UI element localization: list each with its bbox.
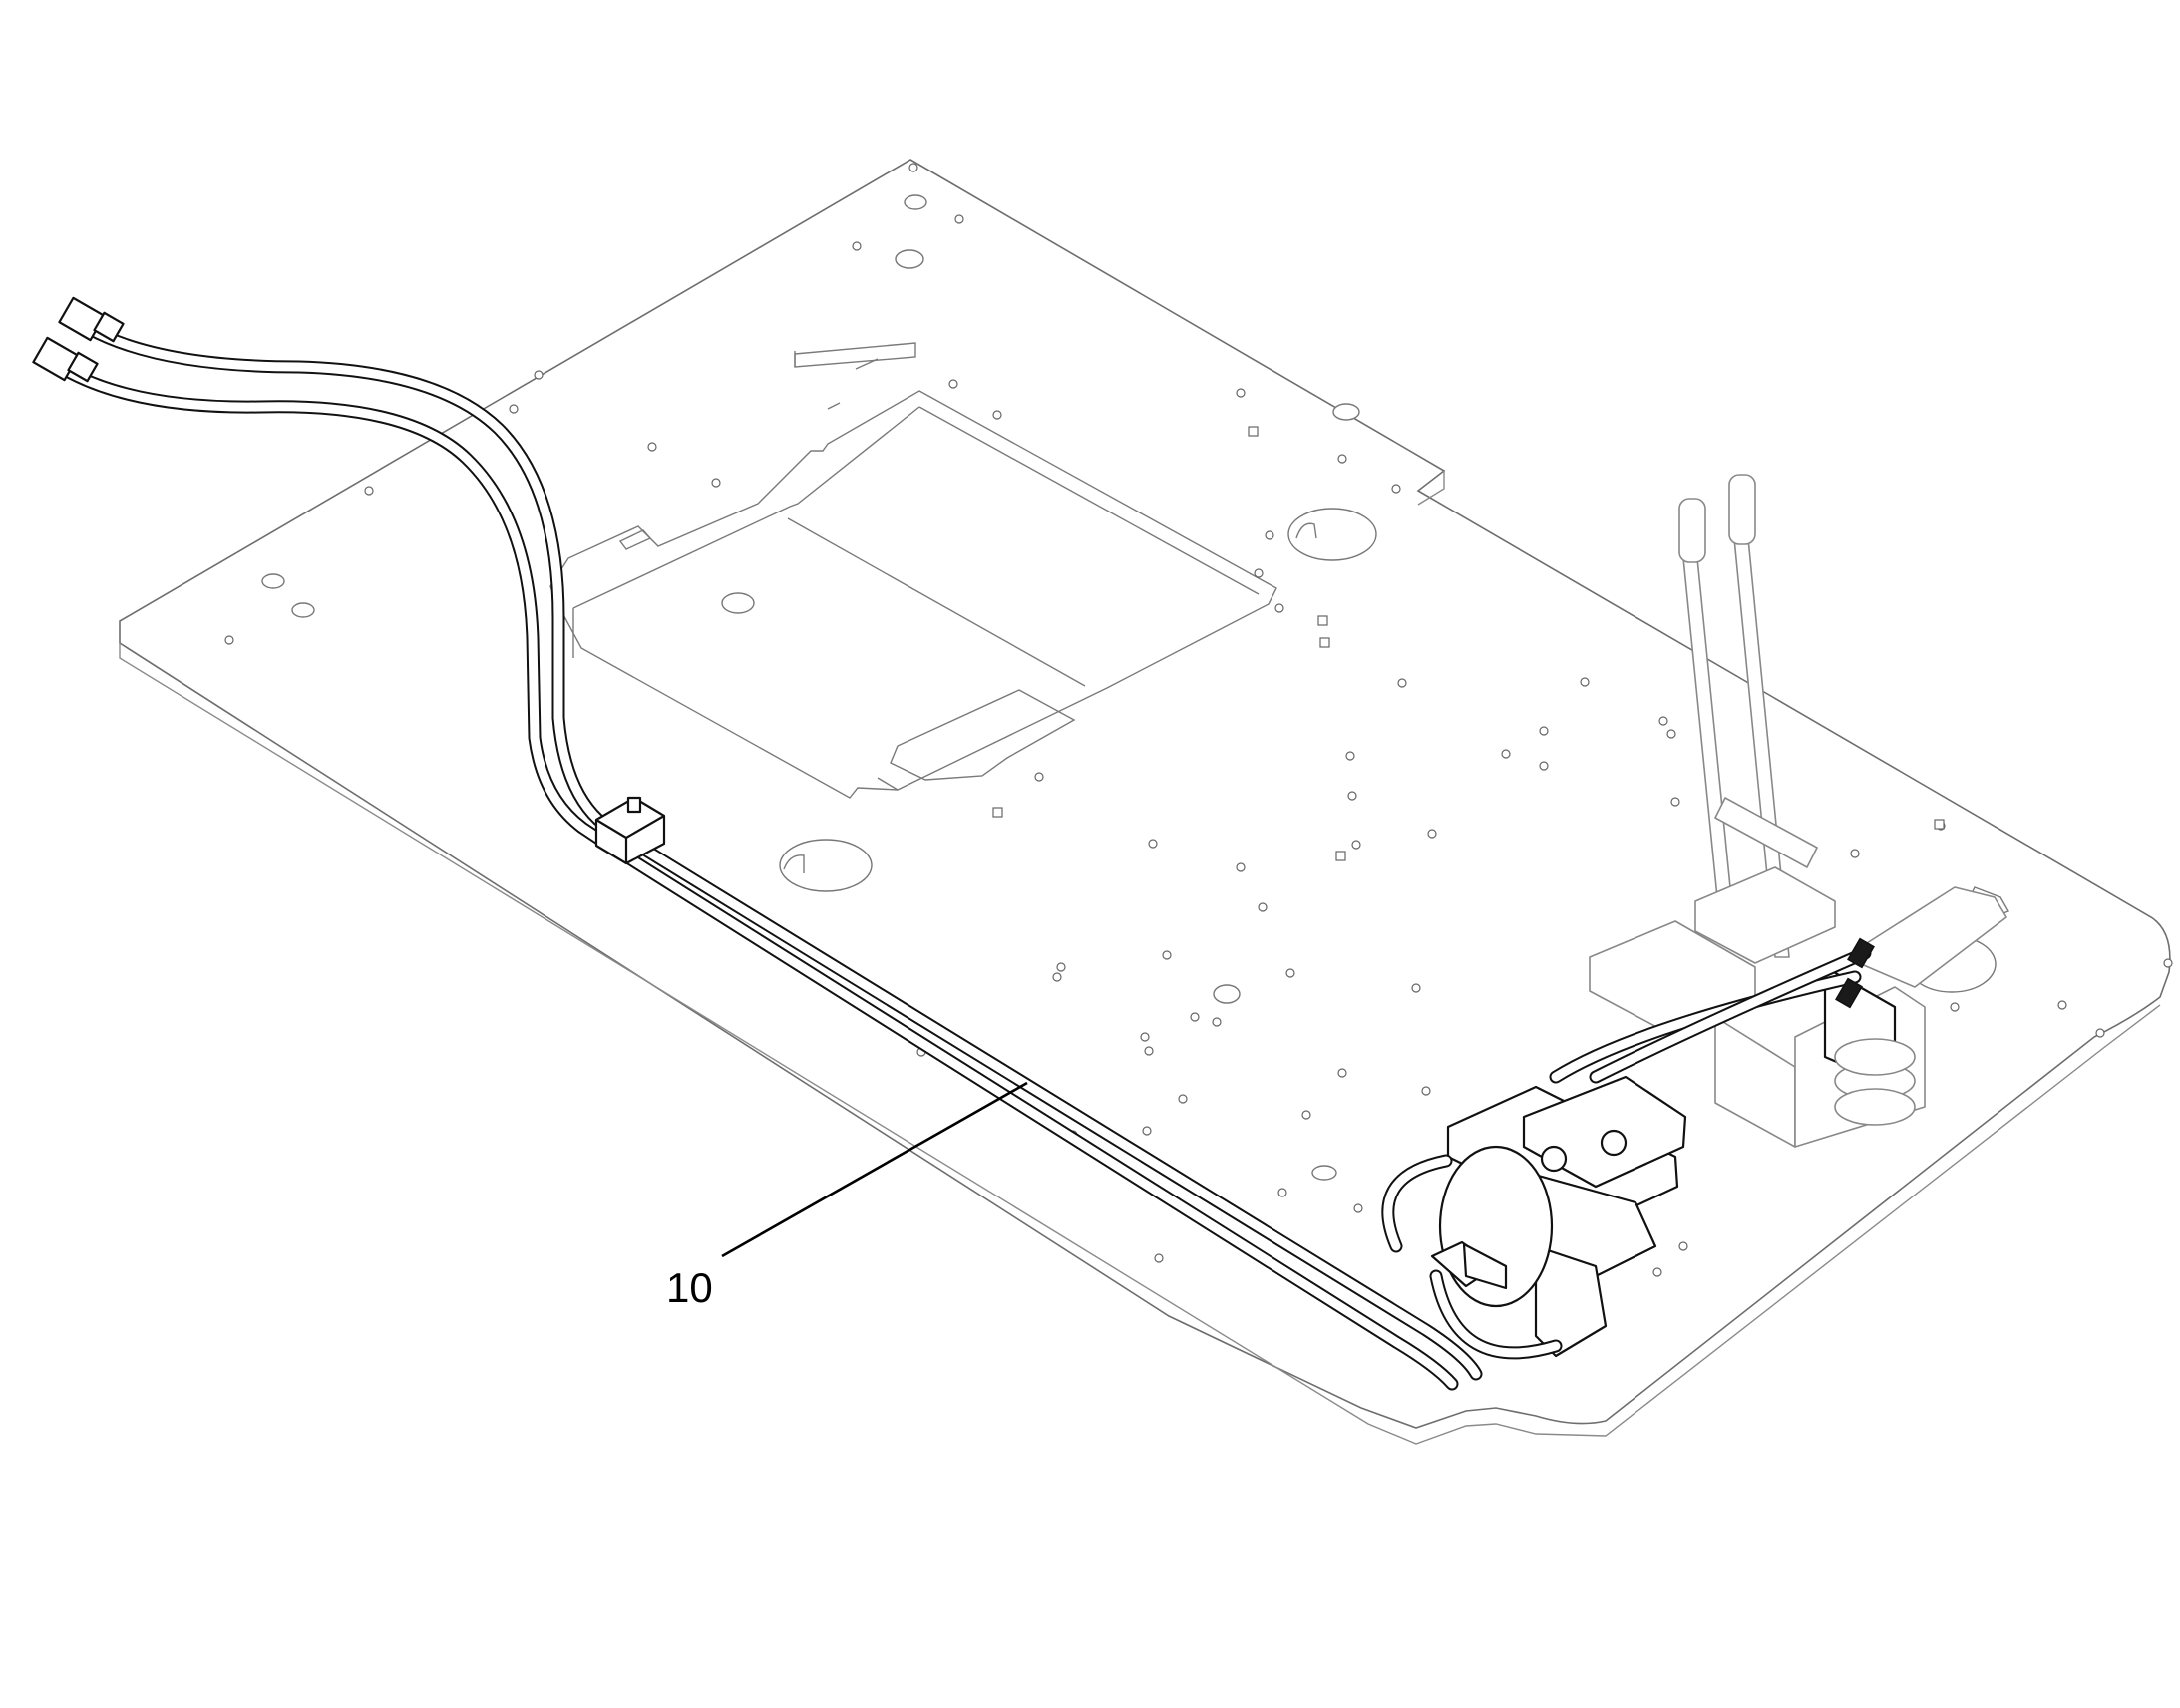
joystick-levers bbox=[1589, 474, 2007, 1148]
floor-plate bbox=[119, 159, 2171, 1445]
hose-clamp bbox=[594, 796, 666, 865]
callout-label: 10 bbox=[666, 1264, 713, 1311]
callout-10: 10 bbox=[666, 1081, 1028, 1311]
pedal-valve bbox=[1381, 937, 1875, 1360]
plate-holes bbox=[261, 194, 2010, 1181]
plate-dots bbox=[224, 163, 2173, 1283]
callout-leader bbox=[721, 1081, 1028, 1258]
hydraulic-hoses bbox=[32, 296, 1483, 1391]
hose-fitting bbox=[32, 296, 125, 383]
